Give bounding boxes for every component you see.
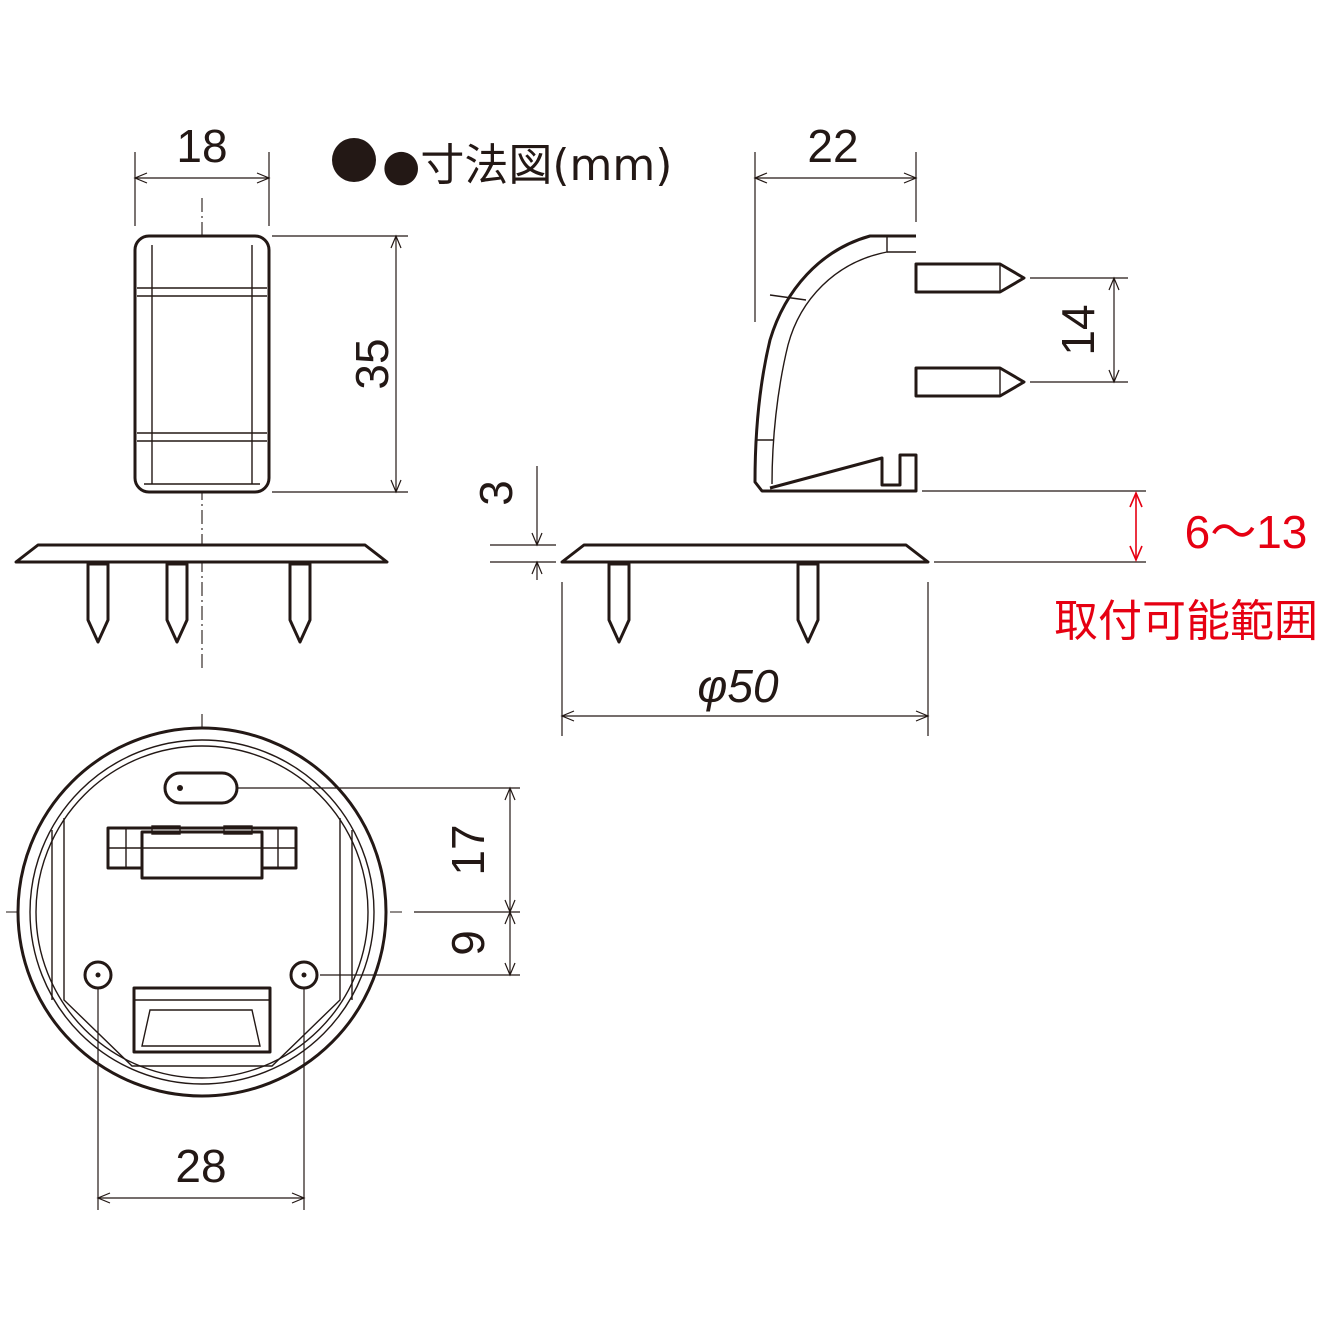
dim-bottom-upper: 17: [442, 824, 494, 875]
dim-top-width: 18: [176, 120, 227, 172]
dim-bottom-lower: 9: [442, 930, 494, 956]
dim-bottom-width: 28: [175, 1140, 226, 1192]
front-head: [133, 234, 271, 494]
bullet-icon: [332, 138, 376, 182]
dim-side-width: 22: [807, 120, 858, 172]
front-view: 18 35: [14, 120, 408, 668]
dim-plate-thickness: 3: [470, 480, 522, 506]
bottom-clip: [106, 825, 298, 880]
dim-top-height: 35: [346, 338, 398, 389]
bottom-tab: [132, 986, 272, 1054]
mount-range-label: 取付可能範囲: [1054, 596, 1318, 647]
dim-pin-spacing: 14: [1052, 304, 1104, 355]
dim-plate-diameter: φ50: [697, 660, 779, 712]
front-pins: [86, 562, 312, 644]
dim-mount-range: 6〜13: [1185, 506, 1308, 558]
bottom-view: 17 9 28: [6, 714, 520, 1210]
drawing-title: ●寸法図(mm): [382, 140, 672, 191]
bottom-slot: [163, 771, 239, 805]
front-plate: [14, 543, 389, 564]
side-plate-pins: [607, 562, 820, 644]
side-cap: [753, 234, 918, 493]
side-view: 22 14 3: [470, 120, 1318, 736]
bottom-outer-ring: [16, 726, 388, 1098]
side-pins: [914, 262, 1026, 398]
side-plate: [560, 543, 930, 564]
